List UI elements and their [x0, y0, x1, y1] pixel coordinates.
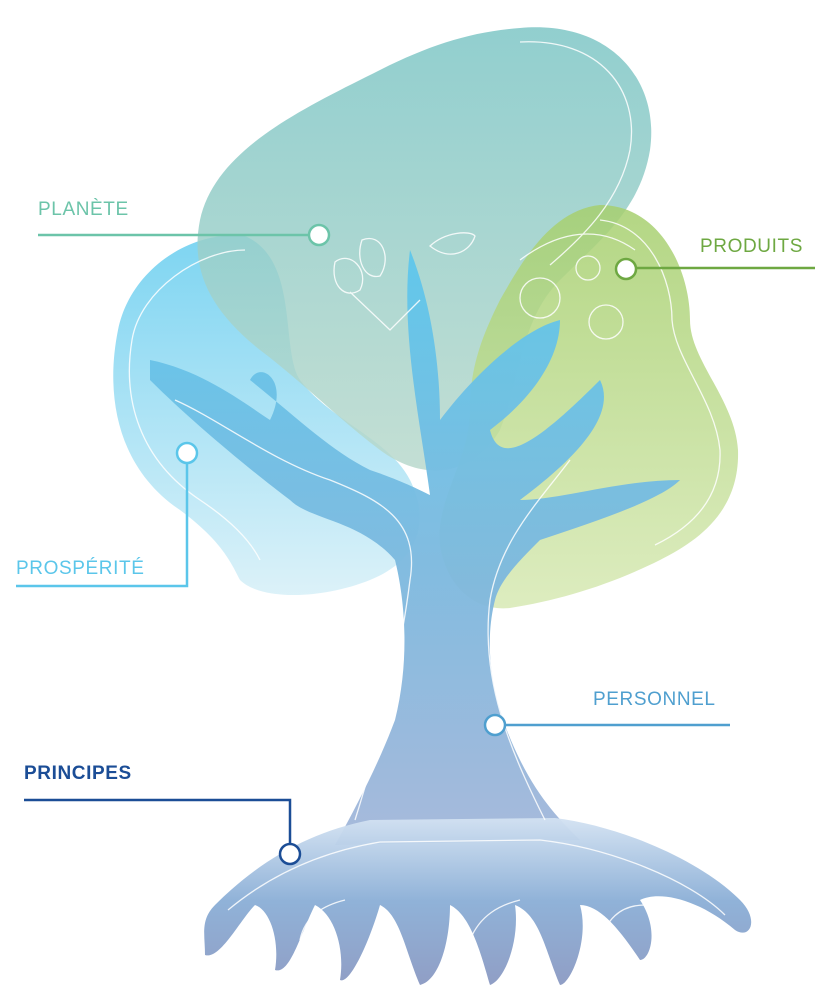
personnel-label: PERSONNEL	[593, 689, 716, 710]
prosperite-dot	[175, 441, 199, 465]
prosperite-connector	[16, 453, 189, 588]
tree-trunk	[150, 250, 680, 845]
principes-dot	[278, 842, 302, 866]
planete-dot	[307, 223, 331, 247]
canopy-green-blob	[197, 27, 652, 471]
personnel-dot	[483, 713, 507, 737]
prosperite-label: PROSPÉRITÉ	[16, 558, 145, 579]
outline-strokes	[128, 41, 726, 946]
principes-connector	[24, 798, 292, 854]
produits-dot	[614, 257, 638, 281]
produits-label: PRODUITS	[700, 236, 803, 257]
tree-roots	[204, 818, 752, 985]
planete-label: PLANÈTE	[38, 199, 129, 220]
principes-label: PRINCIPES	[24, 763, 132, 784]
